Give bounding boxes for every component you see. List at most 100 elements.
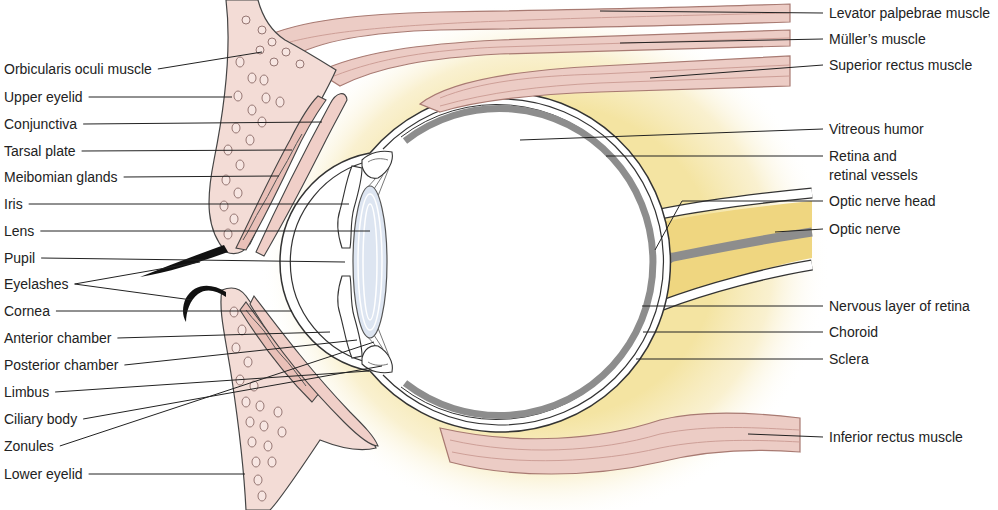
leader-lines <box>124 340 357 365</box>
lid-glands <box>274 407 282 417</box>
lid-glands <box>232 123 240 133</box>
lid-glands <box>264 441 272 451</box>
lower-eyelid <box>221 288 378 510</box>
part-label: Meibomian glands <box>4 168 118 187</box>
eyelashes-drawing <box>140 245 228 277</box>
part-label: Inferior rectus muscle <box>829 428 963 447</box>
optic-nerve <box>660 193 812 214</box>
leader-lines <box>643 332 823 333</box>
lower-eyelid <box>221 288 376 510</box>
ciliary-body <box>362 151 392 178</box>
extraocular-muscles <box>420 56 790 112</box>
leader-lines <box>83 366 382 419</box>
lens <box>353 186 387 338</box>
eyelashes-drawing <box>183 286 226 322</box>
lid-glands <box>246 135 254 145</box>
zonules <box>378 168 389 196</box>
optic-nerve <box>660 265 812 306</box>
eyeball <box>401 105 654 420</box>
part-label: Levator palpebrae muscle <box>829 4 990 23</box>
leader-lines <box>600 11 823 13</box>
orbicularis-fibers <box>282 48 290 56</box>
leader-lines <box>520 129 823 140</box>
lid-glands <box>230 307 238 317</box>
part-label: Optic nerve head <box>829 192 936 211</box>
leader-lines <box>75 262 200 284</box>
part-label: Upper eyelid <box>4 88 83 107</box>
part-label: Orbicularis oculi muscle <box>4 60 152 79</box>
leader-lines <box>642 306 823 307</box>
leader-lines <box>682 201 823 202</box>
lower-eyelid <box>240 302 320 402</box>
lower-eyelid <box>250 296 378 446</box>
leader-lines <box>775 229 823 232</box>
part-label: Lower eyelid <box>4 465 83 484</box>
lid-glands <box>246 417 254 427</box>
part-label: Sclera <box>829 350 869 369</box>
lid-glands <box>232 343 240 353</box>
leader-lines <box>158 52 262 69</box>
lid-glands <box>248 73 256 83</box>
lid-glands <box>220 201 228 211</box>
lid-glands <box>252 457 260 467</box>
eyeball <box>383 99 663 425</box>
leader-lines <box>41 258 345 262</box>
leader-lines <box>650 65 823 78</box>
part-label: Optic nerve <box>829 220 901 239</box>
leader-lines <box>56 311 292 312</box>
part-label: Posterior chamber <box>4 356 118 375</box>
optic-nerve <box>648 232 812 262</box>
leader-lines <box>620 39 823 43</box>
extraocular-muscles <box>452 440 800 460</box>
leader-lines <box>29 11 823 474</box>
lid-glands <box>260 421 268 431</box>
part-label: Zonules <box>4 437 54 456</box>
extraocular-muscles <box>440 413 800 474</box>
zonules <box>378 328 389 356</box>
leader-lines <box>89 474 245 475</box>
lid-glands <box>254 475 262 485</box>
leader-lines <box>89 97 232 98</box>
leader-lines <box>606 156 823 157</box>
lid-glands <box>262 93 270 103</box>
lid-glands <box>260 75 268 85</box>
optic-nerve <box>660 265 812 306</box>
part-label: Cornea <box>4 302 50 321</box>
leader-lines <box>83 122 322 124</box>
eyelashes-drawing <box>140 245 228 322</box>
upper-eyelid <box>256 94 347 256</box>
part-label: Pupil <box>4 249 35 268</box>
lid-glands <box>256 401 264 411</box>
part-label: Ciliary body <box>4 410 77 429</box>
orbicularis-fibers <box>258 26 266 34</box>
leader-lines <box>29 204 349 205</box>
orbicularis-fibers <box>296 60 304 68</box>
part-label: Vitreous humor <box>829 120 924 139</box>
part-label: Limbus <box>4 383 49 402</box>
lid-glands <box>236 57 244 67</box>
lid-glands <box>234 188 242 198</box>
lens <box>353 186 387 338</box>
lid-glands <box>242 397 250 407</box>
lid-glands <box>268 457 276 467</box>
orbicularis-fibers <box>242 16 304 68</box>
part-label: Müller’s muscle <box>829 30 926 49</box>
leader-lines <box>655 201 682 250</box>
leader-lines <box>75 284 192 300</box>
part-label: Nervous layer of retina <box>829 297 970 316</box>
iris <box>338 166 362 248</box>
orbicularis-fibers <box>270 58 278 66</box>
part-label: Anterior chamber <box>4 329 111 348</box>
optic-nerve <box>660 193 812 214</box>
lid-glands <box>248 105 256 115</box>
lid-glands <box>234 91 242 101</box>
lens <box>363 204 377 320</box>
lid-glands <box>244 357 252 367</box>
lid-glands <box>238 325 246 335</box>
eyeball <box>405 108 653 415</box>
leader-lines <box>82 150 292 151</box>
orbicularis-fibers <box>242 16 250 24</box>
lens <box>358 194 382 330</box>
part-label: Retina and retinal vessels <box>829 147 933 185</box>
